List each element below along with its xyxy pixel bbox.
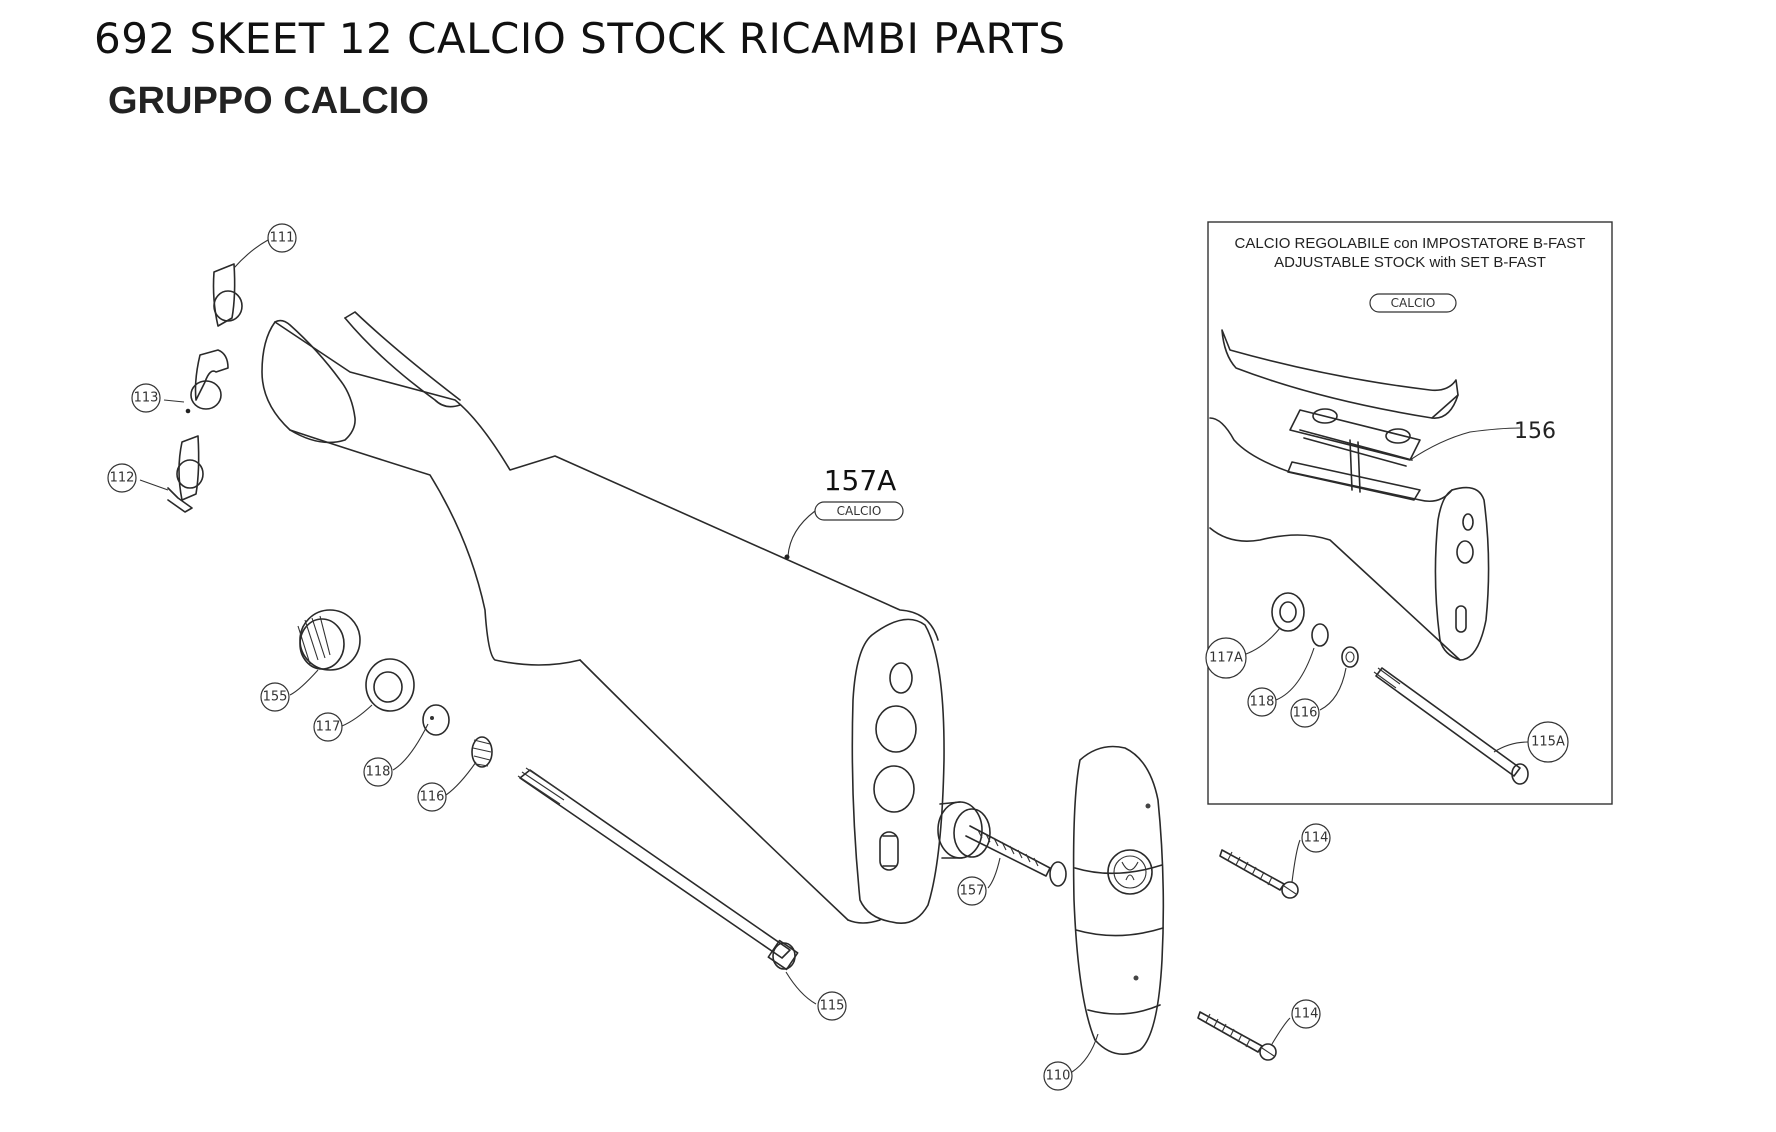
part-112: 112 bbox=[107, 435, 204, 513]
svg-text:112: 112 bbox=[110, 471, 135, 486]
svg-text:117: 117 bbox=[316, 720, 341, 735]
svg-text:110: 110 bbox=[1046, 1069, 1071, 1084]
svg-text:116: 116 bbox=[420, 790, 445, 805]
inset-part-156: 156 bbox=[1514, 419, 1556, 444]
stock-callout-157A: 157A CALCIO bbox=[784, 464, 904, 560]
inset-title-en: ADJUSTABLE STOCK with SET B-FAST bbox=[1274, 254, 1546, 271]
svg-text:115A: 115A bbox=[1531, 735, 1565, 750]
svg-text:118: 118 bbox=[366, 765, 391, 780]
part-114-lower-screw: 114 bbox=[1197, 999, 1321, 1061]
part-117: 117 bbox=[313, 658, 415, 742]
part-118: 118 bbox=[363, 704, 450, 787]
part-155: 155 bbox=[260, 609, 361, 712]
inset-adjustable-stock: CALCIO REGOLABILE con IMPOSTATORE B-FAST… bbox=[1205, 221, 1613, 805]
part-110-recoil-pad: 110 bbox=[1043, 745, 1165, 1091]
page-title: 692 SKEET 12 CALCIO STOCK RICAMBI PARTS bbox=[94, 14, 1066, 63]
part-114-upper-screw: 114 bbox=[1219, 823, 1331, 899]
stock-label: CALCIO bbox=[837, 504, 882, 518]
stock-body bbox=[261, 311, 945, 924]
svg-text:116: 116 bbox=[1293, 706, 1318, 721]
svg-text:117A: 117A bbox=[1209, 651, 1243, 666]
svg-text:114: 114 bbox=[1294, 1007, 1319, 1022]
svg-text:111: 111 bbox=[270, 231, 295, 246]
svg-text:113: 113 bbox=[134, 391, 159, 406]
stock-part-number: 157A bbox=[824, 464, 897, 497]
inset-label: CALCIO bbox=[1391, 296, 1436, 310]
page-subtitle: GRUPPO CALCIO bbox=[108, 80, 429, 122]
part-113: 113 bbox=[131, 349, 229, 414]
svg-text:157: 157 bbox=[960, 884, 985, 899]
inset-title-it: CALCIO REGOLABILE con IMPOSTATORE B-FAST bbox=[1235, 235, 1586, 252]
svg-text:118: 118 bbox=[1250, 695, 1275, 710]
svg-text:115: 115 bbox=[820, 999, 845, 1014]
svg-text:155: 155 bbox=[263, 690, 288, 705]
svg-text:114: 114 bbox=[1304, 831, 1329, 846]
part-111: 111 bbox=[212, 223, 297, 327]
part-116: 116 bbox=[417, 736, 493, 812]
part-157: 157 bbox=[937, 801, 1067, 906]
part-115-bolt: 115 bbox=[517, 767, 847, 1021]
